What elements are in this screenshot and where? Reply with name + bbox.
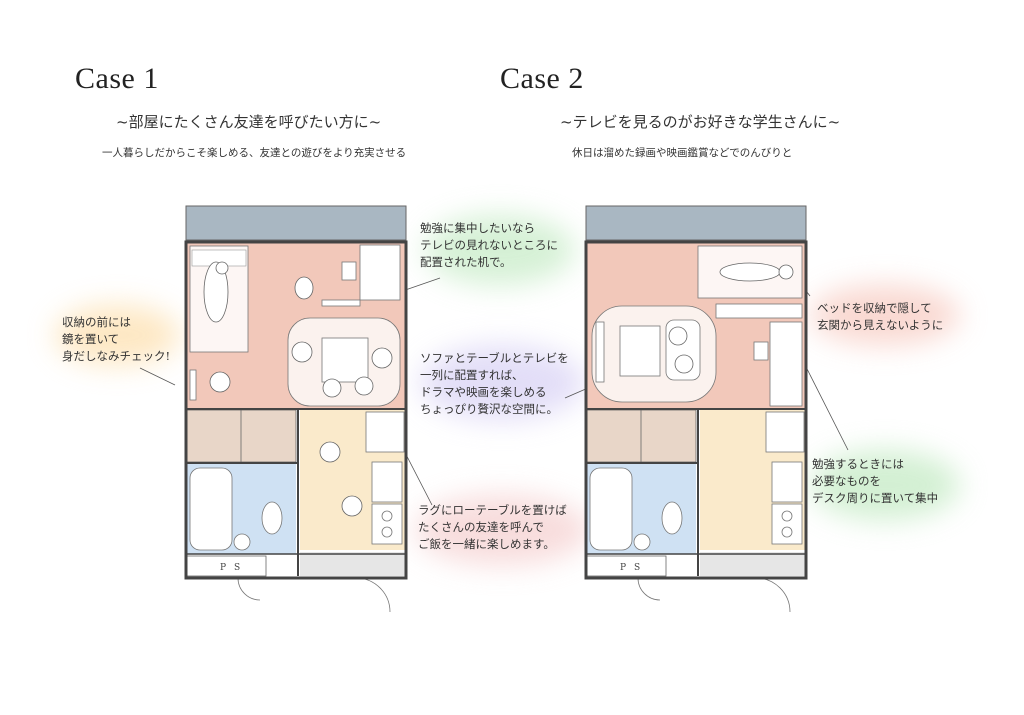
balcony bbox=[185, 205, 407, 241]
storage-shelf bbox=[715, 303, 803, 319]
toilet bbox=[661, 501, 683, 535]
bathtub bbox=[189, 467, 233, 551]
toilet bbox=[261, 501, 283, 535]
note-study: 勉強するときには 必要なものを デスク周りに置いて集中 bbox=[812, 457, 939, 505]
note-bed: ベッドを収納で隠して 玄関から見えないように bbox=[817, 301, 944, 332]
stove bbox=[771, 503, 803, 545]
washbasin bbox=[633, 533, 651, 551]
balcony bbox=[585, 205, 807, 241]
ps-label-s: S bbox=[234, 563, 240, 573]
low-table bbox=[619, 325, 661, 377]
bathtub bbox=[589, 467, 633, 551]
entrance bbox=[700, 552, 806, 576]
case1-subtitle: ~部屋にたくさん友達を呼びたい方に~ bbox=[116, 113, 382, 131]
note-sofa: ソファとテーブルとテレビを 一列に配置すれば、 ドラマや映画を楽しめる ちょっぴ… bbox=[420, 351, 569, 416]
sink bbox=[371, 461, 403, 503]
glow-note-bed bbox=[810, 285, 960, 345]
case2-subtitle: ~テレビを見るのがお好きな学生さんに~ bbox=[560, 113, 841, 131]
fridge bbox=[765, 411, 805, 453]
fridge bbox=[365, 411, 405, 453]
case2-description: 休日は溜めた録画や映画鑑賞などでのんびりと bbox=[572, 147, 793, 159]
case2-title: Case 2 bbox=[500, 62, 584, 95]
floor-plan-case1: P S bbox=[184, 205, 408, 613]
desk bbox=[359, 244, 401, 301]
case1-title: Case 1 bbox=[75, 62, 159, 95]
entrance bbox=[300, 552, 406, 576]
note-rug: ラグにローテーブルを置けば たくさんの友達を呼んで ご飯を一緒に楽しめます。 bbox=[418, 503, 567, 551]
floor-plan-case2: P S bbox=[584, 205, 808, 613]
stove bbox=[371, 503, 403, 545]
ps-label-p: P bbox=[620, 563, 626, 573]
desk-chair bbox=[753, 341, 769, 361]
glow-note-desk bbox=[425, 215, 575, 285]
glow-note-rug bbox=[415, 495, 590, 565]
glow-note-sofa bbox=[420, 345, 585, 420]
note-mirror: 収納の前には 鏡を置いて 身だしなみチェック! bbox=[62, 315, 171, 363]
glow-note-study bbox=[810, 450, 960, 520]
person-at-mirror bbox=[209, 371, 231, 393]
ps-label-s: S bbox=[634, 563, 640, 573]
tv-stand bbox=[595, 321, 605, 383]
glow-note-mirror bbox=[55, 305, 180, 365]
person-standing bbox=[294, 276, 314, 300]
mirror bbox=[189, 369, 197, 401]
tv-stand bbox=[321, 299, 361, 307]
person-on-bed bbox=[719, 262, 781, 282]
low-table bbox=[321, 337, 369, 383]
desk bbox=[769, 321, 803, 407]
case1-description: 一人暮らしだからこそ楽しめる、友達との遊びをより充実させる bbox=[102, 147, 407, 159]
desk-chair bbox=[341, 261, 357, 281]
sink bbox=[771, 461, 803, 503]
washbasin bbox=[233, 533, 251, 551]
person-on-bed bbox=[203, 261, 229, 323]
note-desk: 勉強に集中したいなら テレビの見れないところに 配置された机で。 bbox=[420, 221, 558, 269]
ps-label-p: P bbox=[220, 563, 226, 573]
